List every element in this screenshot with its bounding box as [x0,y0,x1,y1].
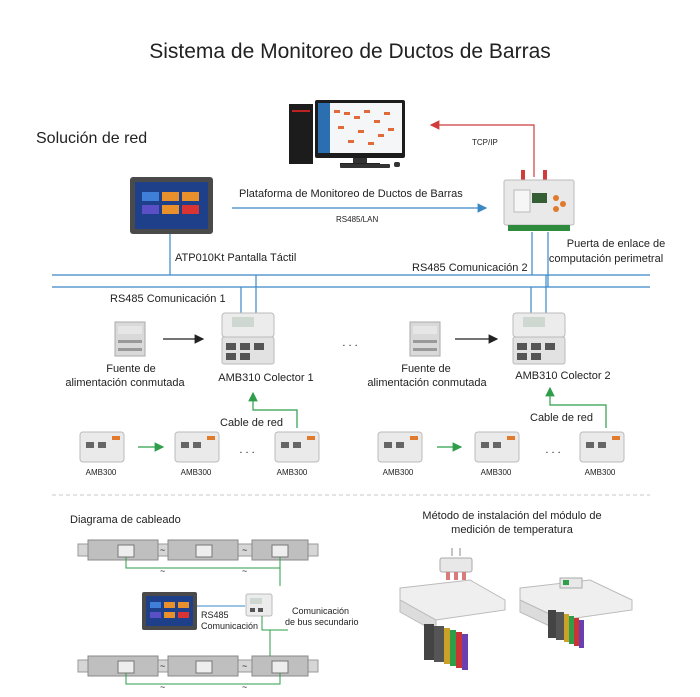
power-supply-icon [114,321,146,357]
sensor-module-icon [174,431,220,463]
net-cable1-label: Cable de red [220,417,283,429]
tilde-top-2: ~ [242,545,247,555]
net-cable2-label: Cable de red [530,412,593,424]
tilde-bot-3: ~ [160,682,165,692]
wiring-rs485-line2: Comunicación [201,621,258,631]
ellipsis-middle: . . . [342,337,357,349]
gateway-label-line2: computación perimetral [549,253,663,265]
collector-icon [221,312,275,365]
wiring-green-top [125,557,281,569]
net-cable-1 [248,391,298,428]
sensor-module-icon [377,431,423,463]
sensor-module-icon [274,431,320,463]
gateway-device-icon [503,170,575,231]
sensor5-label: AMB300 [481,468,512,477]
net-cable-2 [545,386,607,428]
psu1-label-line1: Fuente de [106,363,156,375]
touch-panel-label: ATP010Kt Pantalla Táctil [175,252,296,264]
desktop-computer-icon [289,100,405,168]
sensor-module-icon [474,431,520,463]
busbar-icon [77,655,319,677]
collector1-label: AMB310 Colector 1 [218,372,313,384]
sensor-module-icon [579,431,625,463]
install-bracket-icon [399,548,633,670]
section-network-label: Solución de red [36,130,147,147]
wiring-bus-line [261,616,288,631]
page-title: Sistema de Monitoreo de Ductos de Barras [149,40,551,63]
tilde-top-4: ~ [242,566,247,576]
collector-icon [512,312,566,365]
sensor1-label: AMB300 [86,468,117,477]
psu1-label-line2: alimentación conmutada [65,377,185,389]
rs485-comm1-label: RS485 Comunicación 1 [110,293,226,305]
sensor6-label: AMB300 [585,468,616,477]
tcp-ip-label: TCP/IP [472,138,498,147]
rs485-lan-label: RS485/LAN [336,215,378,224]
collector-icon [245,593,273,617]
ellipsis-sensors-1: . . . [239,444,254,456]
touch-panel-icon [130,177,213,234]
busbar-icon [77,539,319,561]
touch-panel-icon [142,592,197,630]
wiring-green-bottom [125,673,281,685]
wiring-rs485-line1: RS485 [201,610,229,620]
tilde-top-1: ~ [160,545,165,555]
install-title-line1: Método de instalación del módulo de [422,510,601,522]
sensor-module-icon [79,431,125,463]
tilde-top-3: ~ [160,566,165,576]
install-title-line2: medición de temperatura [451,524,574,536]
tilde-bot-1: ~ [160,661,165,671]
sensor3-label: AMB300 [277,468,308,477]
sensor2-label: AMB300 [181,468,212,477]
gateway-label-line1: Puerta de enlace de [567,238,665,250]
rs485-comm2-label: RS485 Comunicación 2 [412,262,528,274]
psu2-label-line2: alimentación conmutada [367,377,487,389]
tilde-bot-4: ~ [242,682,247,692]
ellipsis-sensors-2: . . . [545,444,560,456]
psu2-label-line1: Fuente de [401,363,451,375]
power-supply-icon [409,321,441,357]
wiring-bus-line2: de bus secundario [285,617,359,627]
tilde-bot-2: ~ [242,661,247,671]
tcp-ip-arrow [429,120,535,177]
wiring-title: Diagrama de cableado [70,514,181,526]
sensor4-label: AMB300 [383,468,414,477]
collector2-label: AMB310 Colector 2 [515,370,610,382]
wiring-bus-line1: Comunicación [292,606,349,616]
platform-label: Plataforma de Monitoreo de Ductos de Bar… [239,188,463,200]
